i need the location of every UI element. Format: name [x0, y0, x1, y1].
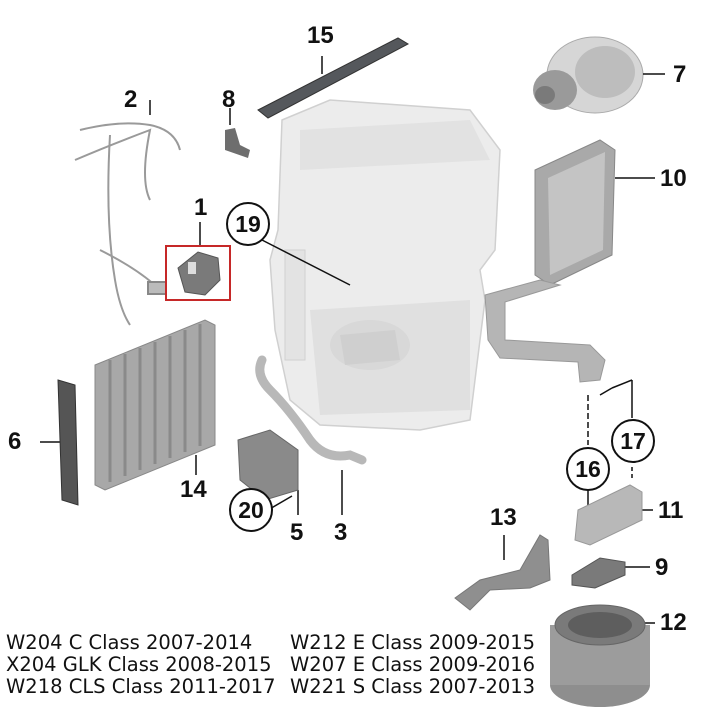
- callout-20: 20: [229, 488, 273, 532]
- part-5-illustration: [237, 429, 299, 501]
- part-8-illustration: [225, 128, 250, 158]
- part-14-illustration: [94, 319, 216, 491]
- callout-19: 19: [226, 202, 270, 246]
- callout-2: 2: [124, 86, 138, 113]
- part-11-illustration: [574, 484, 643, 546]
- callout-13: 13: [490, 504, 517, 531]
- callout-3: 3: [334, 519, 348, 546]
- part-1-illustration: [165, 245, 231, 301]
- callout-16: 16: [566, 447, 610, 491]
- model-line: X204 GLK Class 2008-2015: [6, 653, 272, 676]
- callout-10: 10: [660, 165, 687, 192]
- part-3-illustration: [255, 355, 367, 465]
- part-10-illustration: [484, 139, 655, 383]
- part-7-illustration: [533, 36, 665, 114]
- callout-11: 11: [658, 497, 684, 524]
- callout-14: 14: [180, 476, 207, 503]
- part-2-illustration: [74, 122, 181, 326]
- hvac-housing-illustration: [261, 99, 501, 431]
- part-9-illustration: [571, 557, 626, 589]
- part-13-illustration: [454, 534, 551, 611]
- callout-1: 1: [194, 194, 208, 221]
- model-line: W207 E Class 2009-2016: [290, 653, 536, 676]
- callout-12: 12: [660, 609, 687, 636]
- callout-5: 5: [290, 519, 304, 546]
- part-15-illustration: [257, 37, 410, 119]
- callout-15: 15: [307, 22, 334, 49]
- callout-7: 7: [673, 61, 687, 88]
- model-line: W218 CLS Class 2011-2017: [6, 675, 276, 698]
- callout-9: 9: [655, 554, 669, 581]
- highlight-box: [165, 245, 231, 301]
- callout-6: 6: [8, 428, 22, 455]
- model-line: W204 C Class 2007-2014: [6, 631, 253, 654]
- part-6-illustration: [57, 379, 79, 506]
- model-line: W212 E Class 2009-2015: [290, 631, 536, 654]
- part-12-illustration: [550, 604, 650, 707]
- callout-8: 8: [222, 86, 236, 113]
- model-line: W221 S Class 2007-2013: [290, 675, 536, 698]
- callout-17: 17: [611, 419, 655, 463]
- compatibility-list: W204 C Class 2007-2014 W212 E Class 2009…: [6, 632, 546, 698]
